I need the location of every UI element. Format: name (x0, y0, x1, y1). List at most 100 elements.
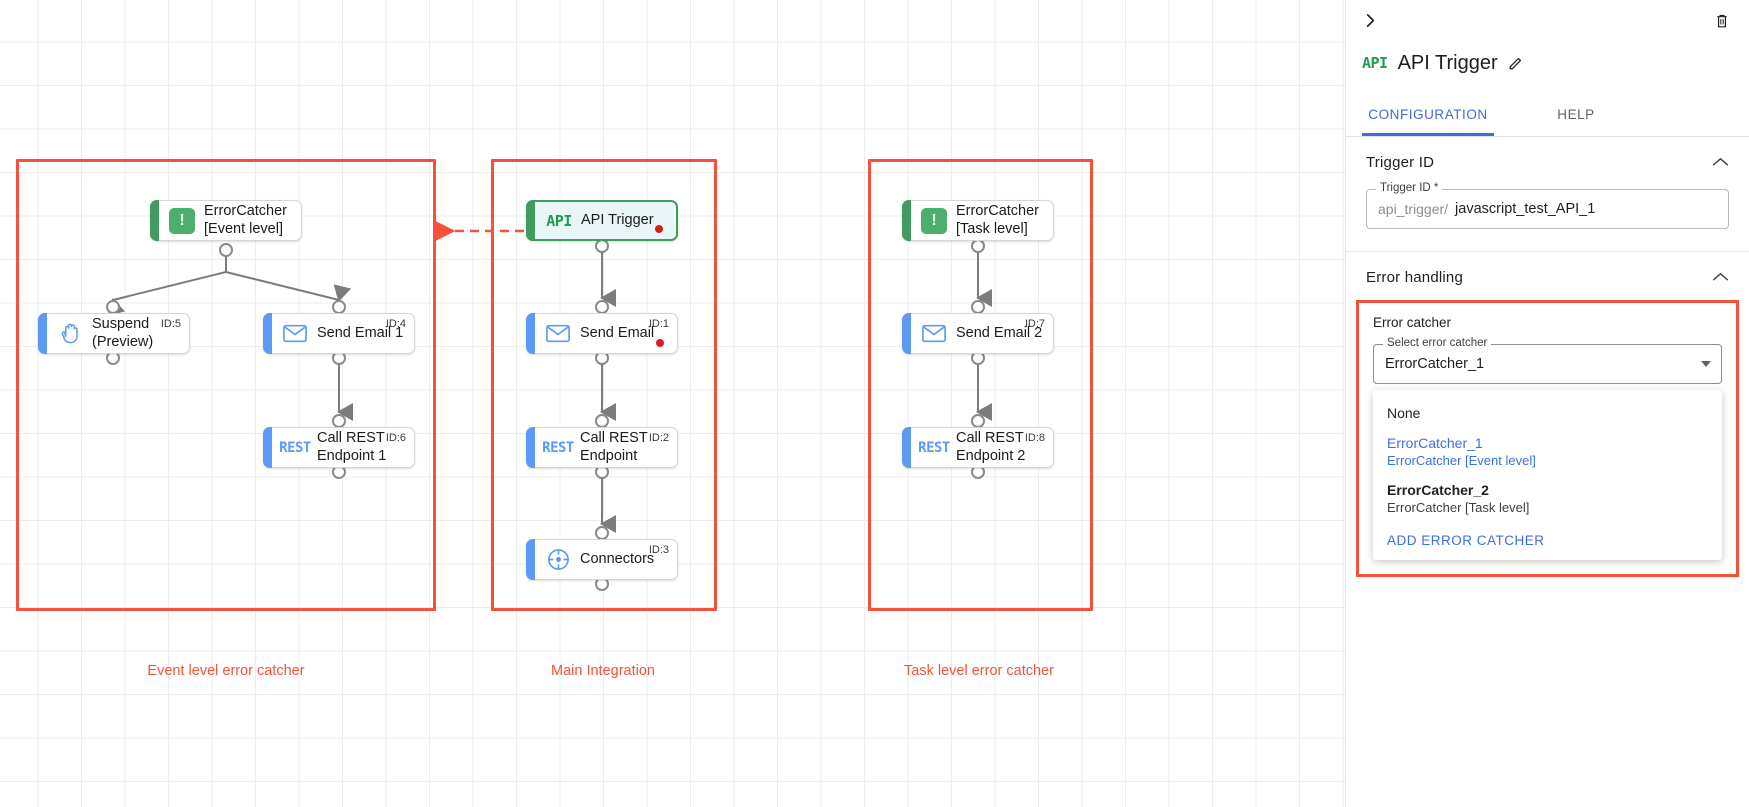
section-error-handling-header[interactable]: Error handling (1346, 252, 1749, 300)
status-badge (656, 339, 664, 347)
node-accent-bar (526, 539, 535, 580)
node-id-label: ID:5 (160, 318, 181, 330)
node-errorcatcher_task[interactable]: ! ErrorCatcher [Task level] (902, 200, 1054, 241)
section-error-handling-title: Error handling (1366, 269, 1464, 286)
node-id-label: ID:3 (648, 544, 669, 556)
select-error-catcher-label: Select error catcher (1383, 337, 1492, 349)
rest-icon: REST (918, 439, 950, 456)
dropdown-option-0[interactable]: None (1373, 398, 1722, 428)
connectors-icon (547, 549, 569, 570)
section-trigger-id-title: Trigger ID (1366, 154, 1435, 171)
api-icon: API (546, 211, 572, 230)
envelope-icon (546, 324, 570, 343)
section-error-handling: Error handling Error catcher Select erro… (1346, 252, 1749, 577)
api-icon: API (1362, 54, 1388, 72)
error-catcher-label: Error catcher (1373, 315, 1452, 330)
node-accent-bar (150, 200, 159, 241)
node-accent-bar (902, 313, 911, 354)
node-accent-bar (263, 427, 272, 468)
trigger-id-input[interactable]: javascript_test_API_1 (1455, 201, 1596, 217)
node-accent-bar (902, 200, 911, 241)
section-trigger-id: Trigger ID Trigger ID * api_trigger/ jav… (1346, 137, 1749, 252)
trash-icon[interactable] (1709, 8, 1735, 34)
node-id-label: ID:1 (648, 318, 669, 330)
node-accent-bar (902, 427, 911, 468)
node-title: Suspend (Preview) (92, 316, 154, 350)
node-title: Send Email (580, 324, 655, 341)
node-title: Send Email 2 (956, 324, 1043, 341)
node-id-label: ID:7 (1024, 318, 1045, 330)
node-title: ErrorCatcher [Task level] (956, 203, 1039, 237)
select-error-catcher-value: ErrorCatcher_1 (1385, 356, 1485, 372)
node-id-label: ID:8 (1024, 432, 1045, 444)
tab-configuration[interactable]: CONFIGURATION (1362, 96, 1494, 136)
chevron-right-icon[interactable] (1356, 6, 1384, 34)
node-accent-bar (526, 200, 535, 241)
group-label-g2: Main Integration (551, 663, 655, 679)
select-error-catcher[interactable]: Select error catcher ErrorCatcher_1 (1373, 337, 1722, 384)
dropdown-option-title: ErrorCatcher_1 (1387, 435, 1483, 451)
envelope-icon (922, 324, 946, 343)
section-trigger-id-header[interactable]: Trigger ID (1346, 137, 1749, 185)
chevron-down-icon[interactable] (1701, 361, 1711, 367)
dropdown-option-title: None (1387, 405, 1421, 421)
dropdown-option-title: ErrorCatcher_2 (1387, 482, 1489, 498)
node-title: Call REST Endpoint 2 (956, 430, 1026, 464)
pencil-icon[interactable] (1508, 55, 1524, 71)
rest-icon: REST (279, 439, 311, 456)
node-accent-bar (263, 313, 272, 354)
group-frame-g3 (868, 159, 1093, 611)
group-frame-g2 (491, 159, 717, 611)
chevron-up-icon[interactable] (1712, 156, 1729, 169)
panel-tabs: CONFIGURATION HELP (1346, 96, 1749, 137)
node-title: Send Email 1 (317, 324, 404, 341)
node-suspend[interactable]: Suspend (Preview) ID:5 (38, 313, 190, 354)
status-badge (655, 225, 663, 233)
node-accent-bar (526, 427, 535, 468)
panel-topbar (1346, 0, 1749, 40)
trigger-id-field[interactable]: Trigger ID * api_trigger/ javascript_tes… (1366, 182, 1729, 229)
workflow-canvas[interactable]: Event level error catcher Main Integratio… (0, 0, 1345, 807)
hand-icon (61, 323, 78, 344)
node-accent-bar (38, 313, 47, 354)
node-api_trigger[interactable]: API API Trigger (526, 200, 678, 241)
trigger-id-label: Trigger ID * (1376, 182, 1443, 194)
node-id-label: ID:6 (385, 432, 406, 444)
chevron-up-icon[interactable] (1712, 271, 1729, 284)
tab-help[interactable]: HELP (1510, 96, 1642, 136)
trigger-id-prefix: api_trigger/ (1378, 201, 1449, 217)
error-catcher-icon: ! (169, 207, 195, 234)
node-errorcatcher_event[interactable]: ! ErrorCatcher [Event level] (150, 200, 302, 241)
node-title: API Trigger (581, 211, 654, 228)
node-title: Call REST Endpoint 1 (317, 430, 387, 464)
node-title: Connectors (580, 550, 655, 567)
rest-icon: REST (542, 439, 574, 456)
envelope-icon (283, 324, 307, 343)
details-panel: API API Trigger CONFIGURATION HELP Trigg… (1345, 0, 1749, 807)
dropdown-option-subtitle: ErrorCatcher [Task level] (1387, 500, 1530, 515)
dropdown-option-subtitle: ErrorCatcher [Event level] (1387, 453, 1536, 468)
group-label-g3: Task level error catcher (904, 663, 1054, 679)
add-error-catcher-button[interactable]: ADD ERROR CATCHER (1387, 533, 1545, 548)
error-catcher-icon: ! (921, 207, 947, 234)
node-id-label: ID:2 (648, 432, 669, 444)
node-accent-bar (526, 313, 535, 354)
node-title: ErrorCatcher [Event level] (204, 203, 287, 237)
panel-header: API API Trigger (1346, 40, 1749, 82)
error-catcher-block: Error catcher Select error catcher Error… (1356, 300, 1739, 577)
group-frame-g1 (16, 159, 436, 611)
page-title: API Trigger (1397, 51, 1498, 74)
group-label-g1: Event level error catcher (147, 663, 305, 679)
node-title: Call REST Endpoint (580, 430, 648, 464)
